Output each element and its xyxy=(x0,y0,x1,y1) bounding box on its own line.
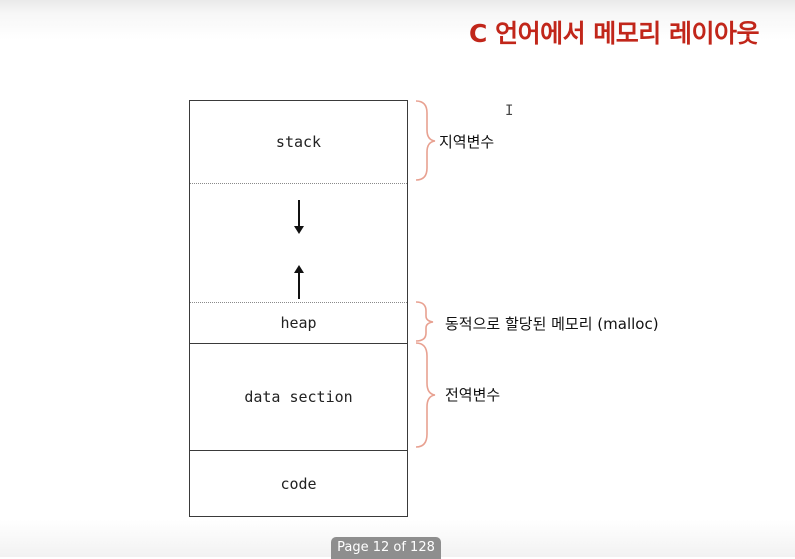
stack-brace-icon xyxy=(415,100,436,181)
heap-brace-icon xyxy=(415,301,434,342)
stack-segment: stack xyxy=(190,101,407,183)
stack-growth-down-arrow-icon xyxy=(297,200,300,228)
heap-growth-up-arrow-icon xyxy=(297,271,300,299)
data-section-label: data section xyxy=(244,388,353,406)
stack-annotation: 지역변수 xyxy=(439,133,495,151)
heap-annotation: 동적으로 할당된 메모리 (malloc) xyxy=(445,315,659,333)
free-memory-gap xyxy=(190,183,407,303)
heap-label: heap xyxy=(280,314,317,332)
slide-title: C 언어에서 메모리 레이아웃 xyxy=(469,19,759,48)
memory-layout-diagram: stack heap data section code xyxy=(189,100,408,517)
code-label: code xyxy=(280,474,317,493)
text-cursor-icon: I xyxy=(505,103,514,119)
heap-segment: heap xyxy=(190,303,407,343)
code-segment: code xyxy=(190,450,407,516)
page-indicator[interactable]: Page 12 of 128 xyxy=(331,537,441,559)
data-section-segment: data section xyxy=(190,343,407,450)
data-brace-icon xyxy=(415,342,436,448)
data-annotation: 전역변수 xyxy=(445,386,501,404)
stack-label: stack xyxy=(275,133,322,151)
